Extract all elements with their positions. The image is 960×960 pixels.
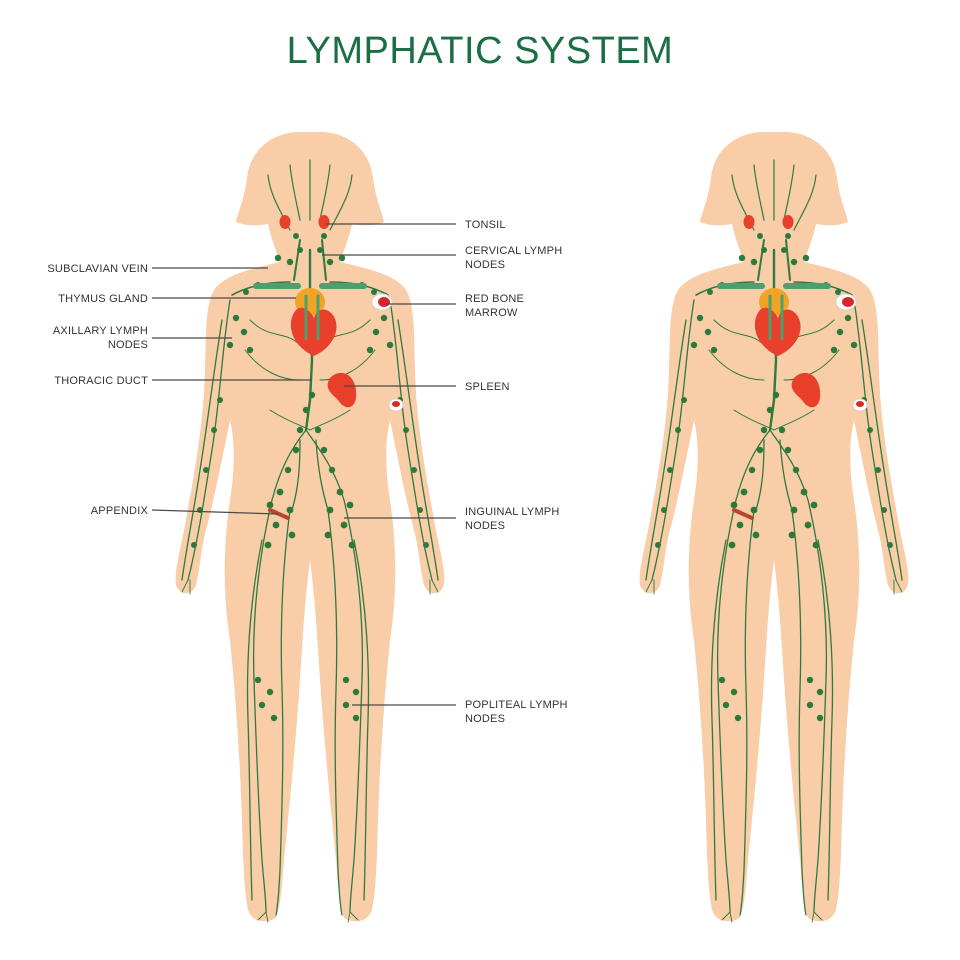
label-thoracic-duct: THORACIC DUCT xyxy=(54,375,148,387)
body-figure-unlabeled xyxy=(640,132,909,922)
label-popliteal-lymph-nodes-line1: POPLITEAL LYMPH xyxy=(465,699,568,711)
label-spleen: SPLEEN xyxy=(465,381,510,393)
label-red-bone-marrow-line1: RED BONE xyxy=(465,293,524,305)
body-figure-labeled xyxy=(176,132,445,922)
label-inguinal-lymph-nodes-line2: NODES xyxy=(465,520,505,532)
label-thymus-gland: THYMUS GLAND xyxy=(58,293,148,305)
labels-left: SUBCLAVIAN VEIN THYMUS GLAND AXILLARY LY… xyxy=(47,263,148,517)
label-cervical-lymph-nodes-line2: NODES xyxy=(465,259,505,271)
label-popliteal-lymph-nodes-line2: NODES xyxy=(465,713,505,725)
label-appendix: APPENDIX xyxy=(91,505,149,517)
label-tonsil: TONSIL xyxy=(465,219,506,231)
label-subclavian-vein: SUBCLAVIAN VEIN xyxy=(47,263,148,275)
label-red-bone-marrow-line2: MARROW xyxy=(465,307,518,319)
labels-right: TONSIL CERVICAL LYMPH NODES RED BONE MAR… xyxy=(465,219,568,725)
label-cervical-lymph-nodes-line1: CERVICAL LYMPH xyxy=(465,245,562,257)
label-axillary-lymph-nodes-line2: NODES xyxy=(108,339,148,351)
label-axillary-lymph-nodes-line1: AXILLARY LYMPH xyxy=(53,325,148,337)
label-inguinal-lymph-nodes-line1: INGUINAL LYMPH xyxy=(465,506,560,518)
